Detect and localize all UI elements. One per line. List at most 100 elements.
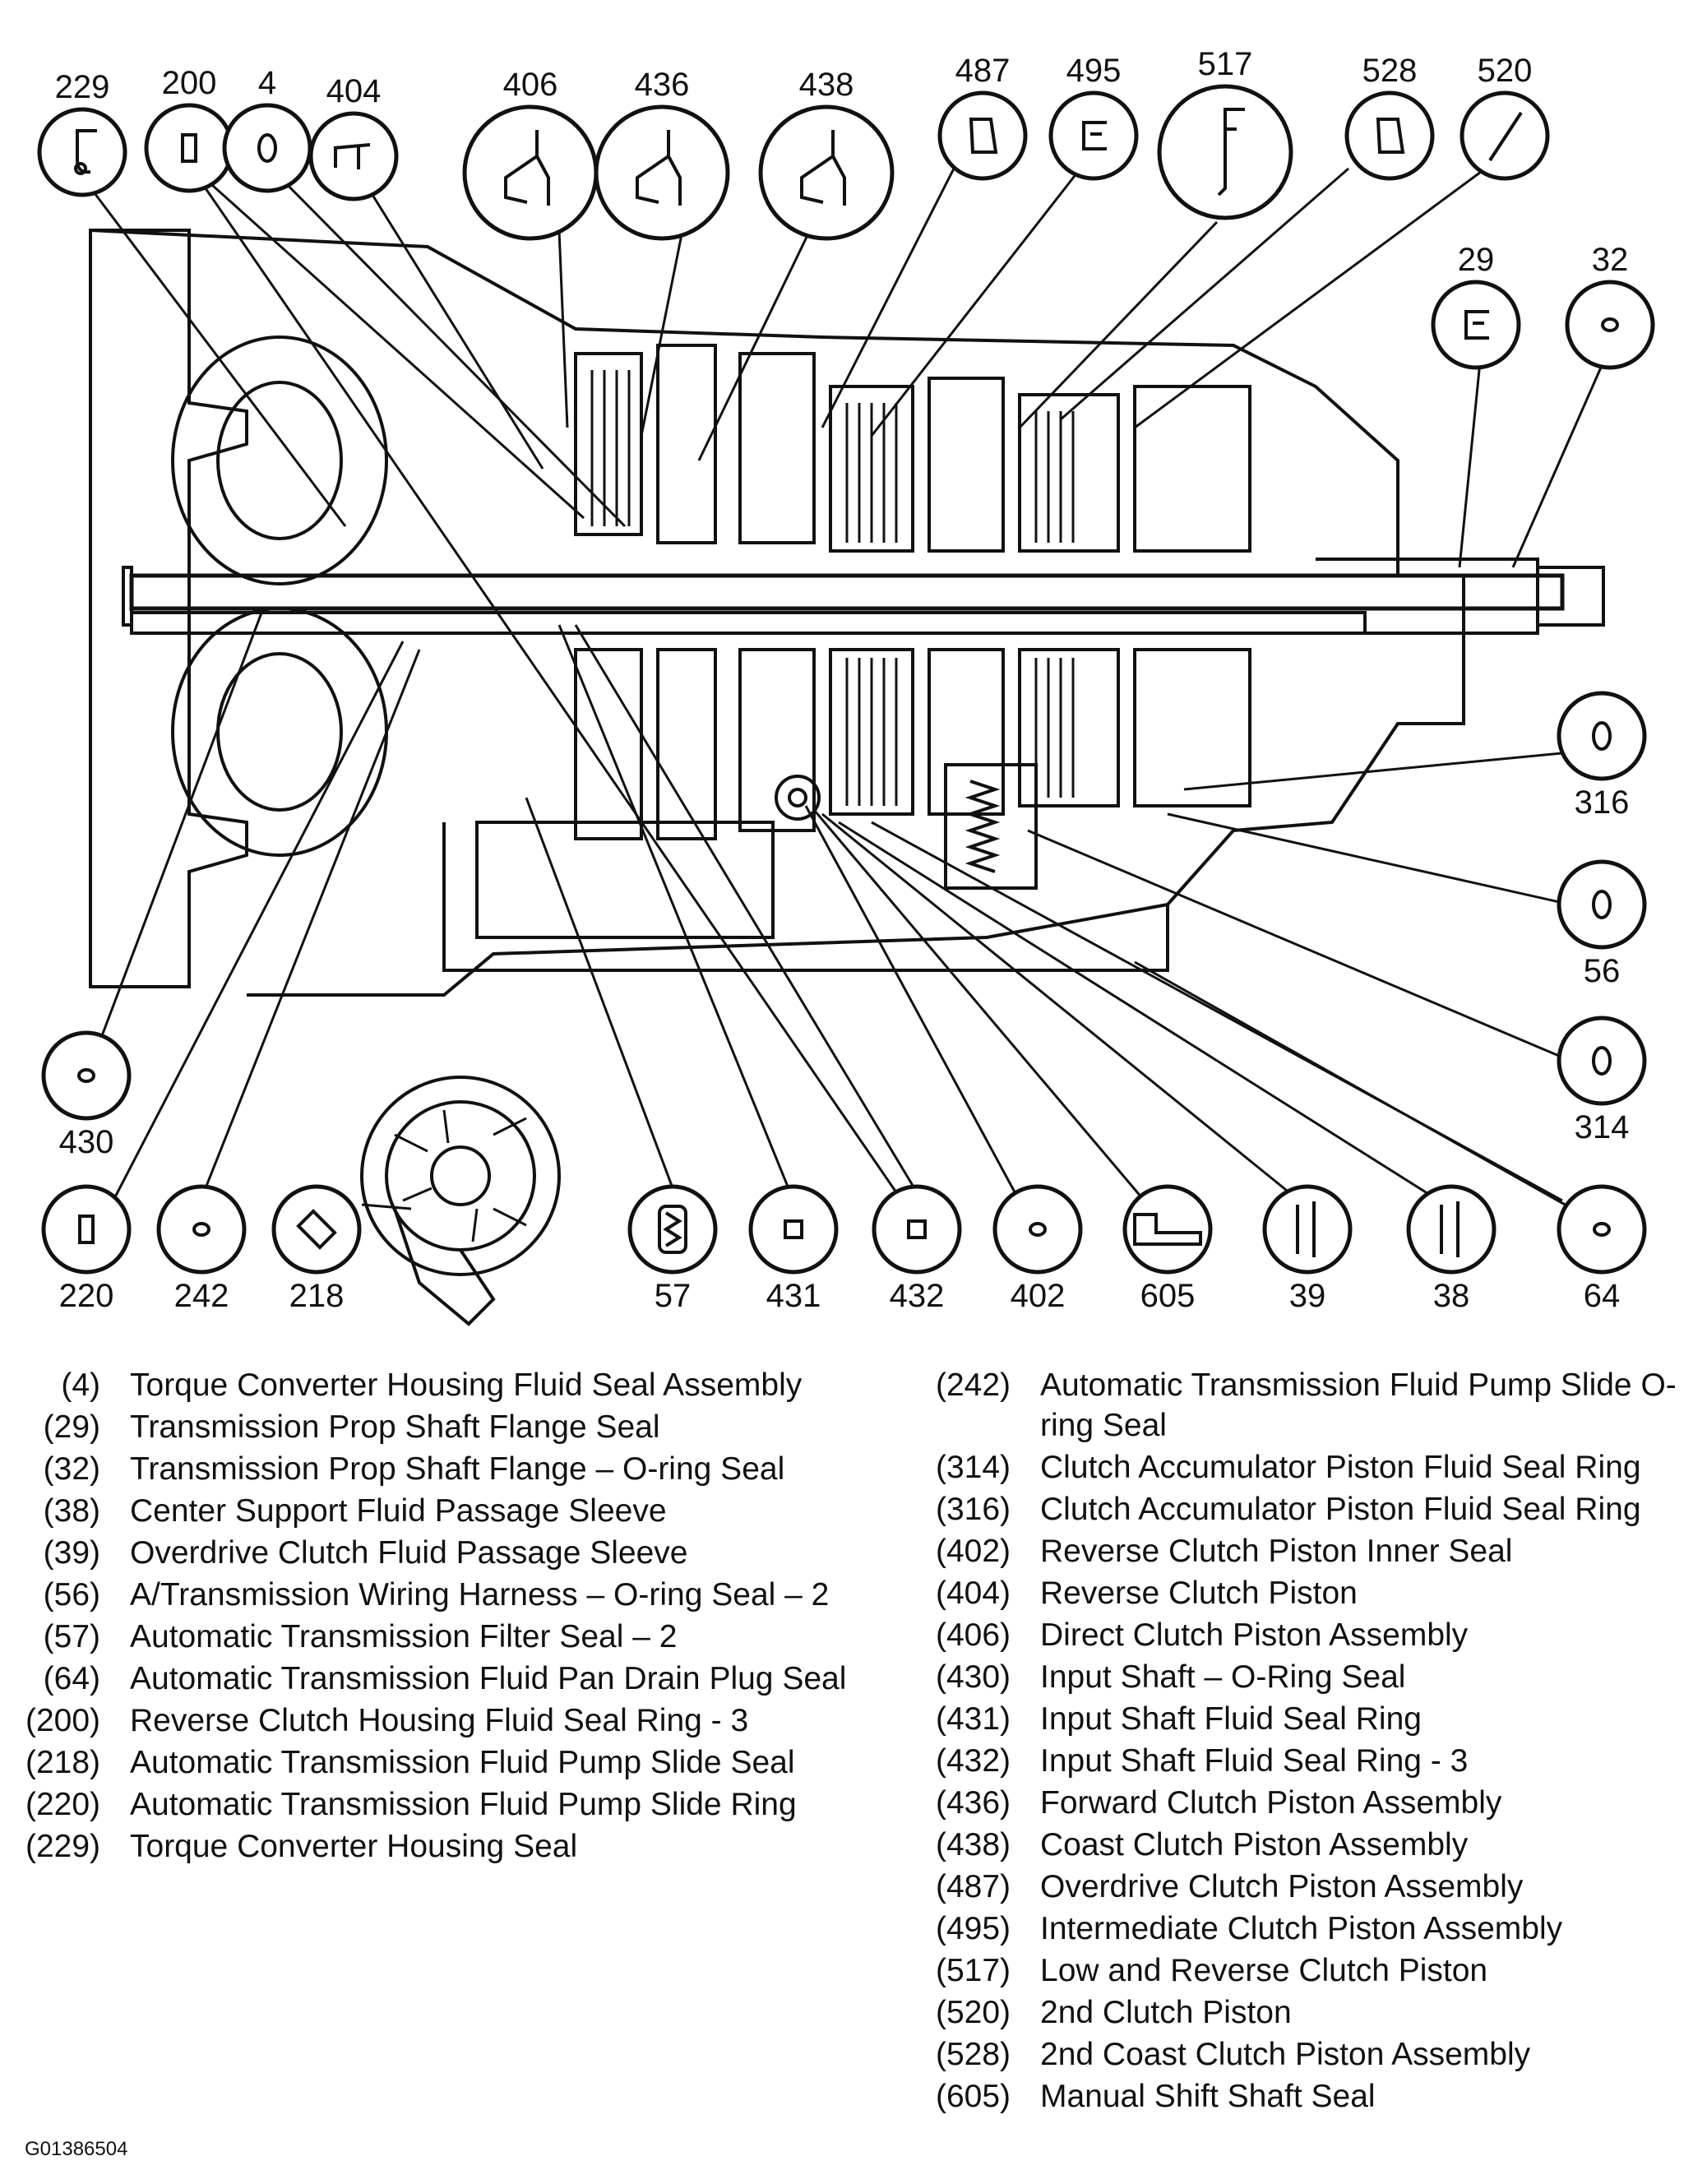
callout-316: 316 <box>1557 691 1647 821</box>
legend-item-text: Transmission Prop Shaft Flange Seal <box>130 1409 660 1445</box>
legend-item-text: Intermediate Clutch Piston Assembly <box>1040 1911 1563 1946</box>
callout-number: 314 <box>1575 1109 1630 1145</box>
callout-517: 517 <box>1157 46 1293 220</box>
rect-part-icon <box>181 133 197 163</box>
legend-item-number: (436) <box>935 1785 1011 1821</box>
diamond-part-icon <box>296 1209 337 1250</box>
piston-large-part-icon <box>504 130 550 206</box>
callout-circle <box>156 1184 247 1275</box>
callout-circle <box>937 90 1028 181</box>
legend-item: (487)Overdrive Clutch Piston Assembly <box>921 1867 1698 1907</box>
legend-item-number: (431) <box>935 1701 1011 1737</box>
square-part-icon <box>907 1219 927 1239</box>
shaft-part-icon <box>1133 1213 1202 1246</box>
callout-circle <box>748 1184 839 1275</box>
ring-part-icon <box>1376 118 1405 154</box>
legend-item-number: (218) <box>25 1745 100 1780</box>
callout-438: 438 <box>758 67 895 241</box>
legend-item-number: (32) <box>43 1451 100 1487</box>
legend-item: (316)Clutch Accumulator Piston Fluid Sea… <box>921 1489 1698 1529</box>
legend-item-number: (605) <box>935 2079 1011 2114</box>
slash-part-icon <box>1488 111 1523 162</box>
oval-part-icon <box>1592 1046 1612 1076</box>
callout-487: 487 <box>937 53 1028 181</box>
legend-item-text: Reverse Clutch Housing Fluid Seal Ring -… <box>130 1703 749 1738</box>
callout-circle <box>872 1184 962 1275</box>
legend-right-column: (242)Automatic Transmission Fluid Pump S… <box>921 1365 1698 2118</box>
legend-item: (406)Direct Clutch Piston Assembly <box>921 1615 1698 1655</box>
legend-item-number: (495) <box>935 1911 1011 1946</box>
legend-item-number: (528) <box>935 2037 1011 2072</box>
callout-circle <box>222 103 312 193</box>
callout-29: 29 <box>1431 242 1521 370</box>
legend-item-text: Automatic Transmission Filter Seal – 2 <box>130 1619 678 1654</box>
legend-item: (430)Input Shaft – O-Ring Seal <box>921 1657 1698 1697</box>
legend-item-number: (402) <box>935 1534 1011 1569</box>
callout-495: 495 <box>1048 53 1139 181</box>
callout-57: 57 <box>627 1184 718 1314</box>
callout-520: 520 <box>1460 53 1550 181</box>
callout-circle <box>1557 691 1647 781</box>
dot-part-icon <box>1029 1222 1047 1237</box>
legend-item-text: Forward Clutch Piston Assembly <box>1040 1785 1502 1821</box>
legend-item-number: (438) <box>935 1827 1011 1862</box>
callout-314: 314 <box>1557 1016 1647 1145</box>
callout-220: 220 <box>41 1184 132 1314</box>
legend-item: (242)Automatic Transmission Fluid Pump S… <box>921 1365 1698 1446</box>
callout-number: 57 <box>655 1278 692 1314</box>
legend-item-text: Reverse Clutch Piston Inner Seal <box>1040 1534 1513 1569</box>
legend-item-number: (229) <box>25 1829 100 1864</box>
callout-number: 29 <box>1458 242 1495 278</box>
legend-item-text: Automatic Transmission Fluid Pump Slide … <box>130 1787 797 1822</box>
legend-item-number: (57) <box>43 1619 100 1654</box>
dot-part-icon <box>1601 317 1619 332</box>
legend-item-text: Automatic Transmission Fluid Pump Slide … <box>1040 1367 1677 1443</box>
callout-circle <box>627 1184 718 1275</box>
callout-number: 200 <box>162 65 217 101</box>
legend-item-number: (430) <box>935 1659 1011 1695</box>
legend-item: (520)2nd Clutch Piston <box>921 1992 1698 2033</box>
callout-number: 218 <box>289 1278 345 1314</box>
legend-item-number: (520) <box>935 1995 1011 2030</box>
piston-tall-part-icon <box>1217 108 1245 197</box>
legend-item: (431)Input Shaft Fluid Seal Ring <box>921 1699 1698 1739</box>
callout-number: 605 <box>1140 1278 1196 1314</box>
callout-number: 487 <box>955 53 1011 89</box>
callout-number: 38 <box>1433 1278 1470 1314</box>
callout-circle <box>41 1030 132 1121</box>
callout-38: 38 <box>1406 1184 1497 1314</box>
legend-item: (4)Torque Converter Housing Fluid Seal A… <box>23 1365 911 1405</box>
legend-item-number: (220) <box>25 1787 100 1822</box>
callout-number: 406 <box>503 67 558 103</box>
callout-number: 436 <box>635 67 690 103</box>
callout-number: 520 <box>1478 53 1533 89</box>
legend-item: (220) Automatic Transmission Fluid Pump S… <box>23 1784 911 1825</box>
bracket-part-icon <box>1464 310 1489 340</box>
bracket-part-icon <box>1082 121 1107 150</box>
legend-item: (229)Torque Converter Housing Seal <box>23 1826 911 1867</box>
legend-item-text: 2nd Coast Clutch Piston Assembly <box>1040 2037 1531 2072</box>
legend-item-text: Low and Reverse Clutch Piston <box>1040 1953 1488 1988</box>
dot-part-icon <box>192 1222 210 1237</box>
legend-item: (64)Automatic Transmission Fluid Pan Dra… <box>23 1659 911 1699</box>
hook-part-icon <box>74 129 97 175</box>
callout-229: 229 <box>37 69 127 197</box>
callout-circle <box>1262 1184 1353 1275</box>
callout-number: 402 <box>1011 1278 1066 1314</box>
legend-item-text: Clutch Accumulator Piston Fluid Seal Rin… <box>1040 1450 1641 1485</box>
legend-item: (432)Input Shaft Fluid Seal Ring - 3 <box>921 1741 1698 1781</box>
callout-436: 436 <box>594 67 730 241</box>
oval-part-icon <box>1592 890 1612 919</box>
dot-part-icon <box>77 1068 95 1083</box>
callout-circle <box>758 104 895 241</box>
callout-leader-lines <box>81 159 1605 1219</box>
pump-detail-inset <box>360 1076 561 1326</box>
legend-item: (32)Transmission Prop Shaft Flange – O-r… <box>23 1449 911 1489</box>
callout-528: 528 <box>1344 53 1435 181</box>
callout-406: 406 <box>462 67 599 241</box>
legend-item: (404)Reverse Clutch Piston <box>921 1573 1698 1613</box>
legend-item-text: Automatic Transmission Fluid Pan Drain P… <box>130 1661 847 1696</box>
legend-item: (438)Coast Clutch Piston Assembly <box>921 1825 1698 1865</box>
